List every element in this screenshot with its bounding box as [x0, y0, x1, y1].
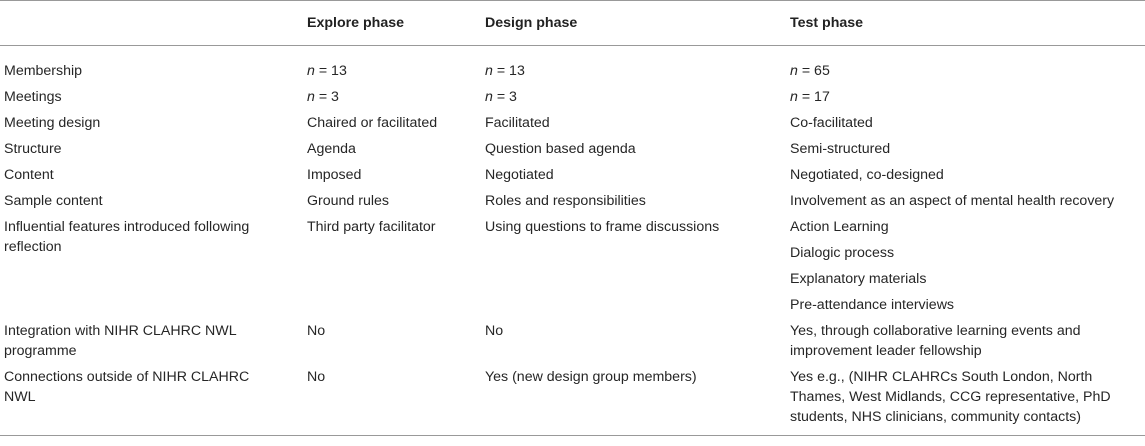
header-row: Explore phase Design phase Test phase [0, 0, 1145, 46]
n-symbol: n [485, 89, 493, 105]
test-cell: Yes e.g., (NIHR CLAHRCs South London, No… [790, 369, 1111, 425]
table-row: Structure Agenda Question based agenda S… [0, 136, 1145, 162]
n-symbol: n [485, 63, 493, 79]
table-header: Explore phase Design phase Test phase [0, 0, 1145, 46]
test-cell: n = 17 [790, 84, 1145, 110]
table-row: Connections outside of NIHR CLAHRC NWL N… [0, 364, 1145, 436]
row-label: Structure [4, 141, 62, 157]
test-cell: Negotiated, co-designed [790, 167, 944, 183]
table-row: Membership n = 13 n = 13 n = 65 [0, 58, 1145, 84]
row-label: Integration with NIHR CLAHRC NWL program… [4, 323, 237, 359]
design-cell: Using questions to frame discussions [485, 219, 720, 235]
row-label: Content [4, 167, 54, 183]
table-row: Content Imposed Negotiated Negotiated, c… [0, 162, 1145, 188]
n-value: = 17 [797, 89, 830, 105]
row-label: Influential features introduced followin… [4, 219, 250, 255]
n-symbol: n [307, 63, 315, 79]
header-empty [0, 1, 307, 46]
design-cell: Roles and responsibilities [485, 193, 646, 209]
explore-cell: No [307, 369, 326, 385]
test-cell: Co-facilitated [790, 115, 873, 131]
list-item: Pre-attendance interviews [790, 297, 955, 313]
header-design-phase: Design phase [485, 15, 578, 31]
design-cell: n = 3 [485, 84, 790, 110]
phase-comparison-table: Explore phase Design phase Test phase Me… [0, 0, 1145, 436]
row-label: Connections outside of NIHR CLAHRC NWL [4, 369, 250, 405]
table-row: Influential features introduced followin… [0, 214, 1145, 318]
design-cell: Negotiated [485, 167, 554, 183]
explore-cell: n = 3 [307, 84, 485, 110]
explore-cell: n = 13 [307, 58, 485, 84]
header-test-phase: Test phase [790, 15, 864, 31]
row-label: Meetings [4, 89, 62, 105]
n-symbol: n [790, 89, 798, 105]
design-cell: n = 13 [485, 58, 790, 84]
test-cell: Semi-structured [790, 141, 891, 157]
header-explore-phase: Explore phase [307, 15, 404, 31]
test-cell: Involvement as an aspect of mental healt… [790, 193, 1115, 209]
n-value: = 3 [314, 89, 339, 105]
row-label: Sample content [4, 193, 103, 209]
n-symbol: n [307, 89, 315, 105]
table-body: Membership n = 13 n = 13 n = 65 Meetings… [0, 46, 1145, 436]
table-row: Sample content Ground rules Roles and re… [0, 188, 1145, 214]
table-row: Meeting design Chaired or facilitated Fa… [0, 110, 1145, 136]
test-cell: Action Learning Dialogic process Explana… [790, 214, 1145, 318]
explore-cell: Ground rules [307, 193, 390, 209]
test-cell: Yes, through collaborative learning even… [790, 323, 1081, 359]
explore-cell: Imposed [307, 167, 362, 183]
list-item: Dialogic process [790, 245, 895, 261]
explore-cell: No [307, 323, 326, 339]
n-symbol: n [790, 63, 798, 79]
test-cell: n = 65 [790, 58, 1145, 84]
design-cell: Yes (new design group members) [485, 369, 697, 385]
explore-cell: Third party facilitator [307, 219, 436, 235]
n-value: = 65 [797, 63, 830, 79]
row-label: Meeting design [4, 115, 101, 131]
n-value: = 3 [492, 89, 517, 105]
table-row: Meetings n = 3 n = 3 n = 17 [0, 84, 1145, 110]
explore-cell: Agenda [307, 141, 356, 157]
n-value: = 13 [492, 63, 525, 79]
design-cell: Question based agenda [485, 141, 636, 157]
explore-cell: Chaired or facilitated [307, 115, 438, 131]
list-item: Action Learning [790, 219, 889, 235]
design-cell: No [485, 323, 504, 339]
design-cell: Facilitated [485, 115, 550, 131]
table-row: Integration with NIHR CLAHRC NWL program… [0, 318, 1145, 364]
list-item: Explanatory materials [790, 271, 927, 287]
n-value: = 13 [314, 63, 347, 79]
row-label: Membership [4, 63, 83, 79]
